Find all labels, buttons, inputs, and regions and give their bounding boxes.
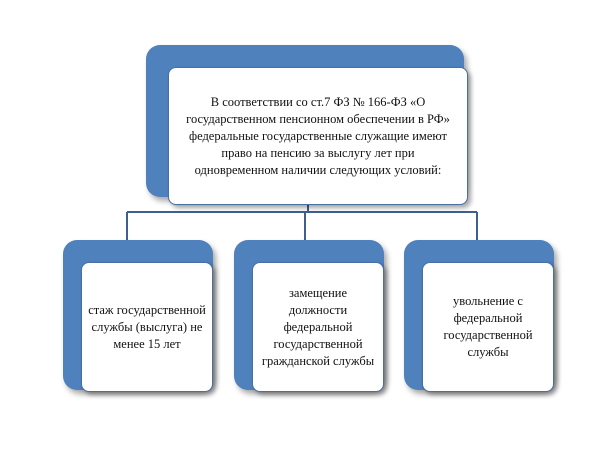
condition-line: стаж государственной bbox=[88, 302, 206, 317]
top-node-text: В соответствии со ст.7 ФЗ № 166-ФЗ «О го… bbox=[186, 94, 450, 179]
condition-line: гражданской службы bbox=[261, 353, 375, 368]
top-line: право на пенсию за выслугу лет при bbox=[221, 145, 415, 160]
top-line: государственном пенсионном обеспечении в… bbox=[186, 111, 450, 126]
top-node: В соответствии со ст.7 ФЗ № 166-ФЗ «О го… bbox=[146, 45, 476, 210]
condition-text: замещение должности федеральной государс… bbox=[259, 285, 377, 370]
condition-line: государственной bbox=[273, 336, 363, 351]
condition-line: увольнение с bbox=[453, 294, 523, 308]
top-node-box: В соответствии со ст.7 ФЗ № 166-ФЗ «О го… bbox=[168, 67, 468, 205]
condition-box: замещение должности федеральной государс… bbox=[252, 262, 384, 392]
condition-line: федеральной bbox=[453, 311, 523, 325]
top-line: одновременном наличии следующих условий: bbox=[194, 162, 442, 177]
condition-node-position: замещение должности федеральной государс… bbox=[234, 240, 389, 398]
condition-text: стаж государственной службы (выслуга) не… bbox=[88, 302, 206, 353]
condition-line: менее 15 лет bbox=[113, 336, 181, 351]
condition-line: государственной bbox=[443, 328, 533, 342]
top-line: В соответствии со ст.7 ФЗ № 166-ФЗ «О bbox=[210, 94, 426, 109]
condition-line: федеральной bbox=[283, 319, 353, 334]
condition-line: службы (выслуга) не bbox=[91, 319, 203, 334]
condition-text: увольнение с федеральной государственной… bbox=[443, 293, 532, 361]
condition-node-service-length: стаж государственной службы (выслуга) не… bbox=[63, 240, 218, 398]
condition-node-dismissal: увольнение с федеральной государственной… bbox=[404, 240, 559, 398]
condition-line: замещение должности bbox=[288, 285, 348, 317]
condition-line: службы bbox=[467, 345, 509, 359]
condition-box: стаж государственной службы (выслуга) не… bbox=[81, 262, 213, 392]
condition-box: увольнение с федеральной государственной… bbox=[422, 262, 554, 392]
top-line: федеральные государственные служащие име… bbox=[188, 128, 448, 143]
